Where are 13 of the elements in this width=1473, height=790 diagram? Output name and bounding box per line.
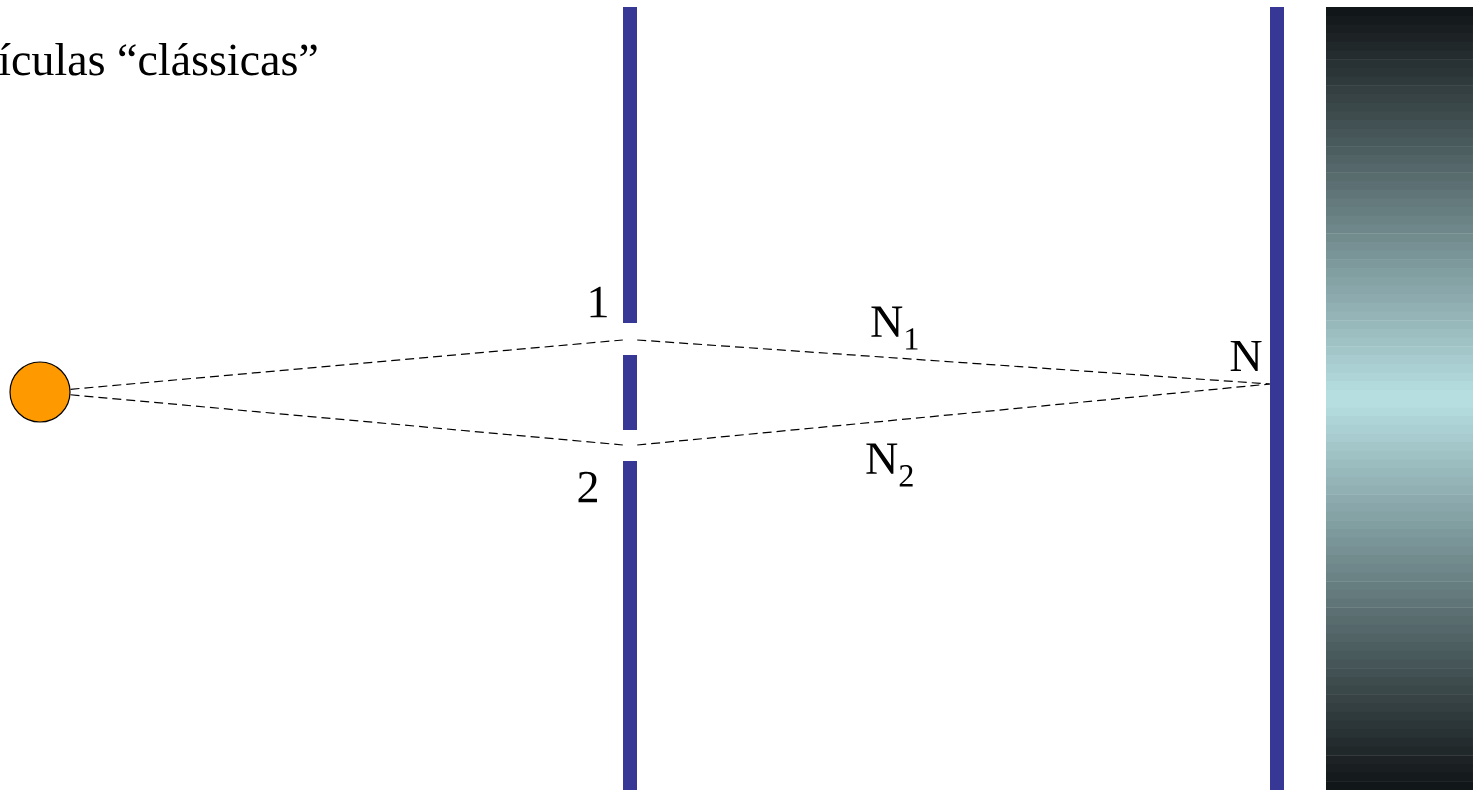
- slit-barrier: [623, 7, 637, 790]
- slit-number: 2: [578, 471, 597, 503]
- particle-path: [636, 383, 1271, 446]
- detection-screen: [1270, 7, 1284, 790]
- title: ículas “clássicas”: [0, 43, 317, 76]
- slit-number: N: [1230, 340, 1262, 372]
- particle-path: [69, 394, 624, 446]
- particle-path: [69, 339, 624, 390]
- slit-number: 1: [590, 286, 607, 318]
- particle-path: [636, 339, 1271, 385]
- path-label: N$_{1}$: [869, 305, 921, 351]
- path-label: N$_{2}$: [864, 442, 916, 488]
- particle-source: [9, 361, 71, 423]
